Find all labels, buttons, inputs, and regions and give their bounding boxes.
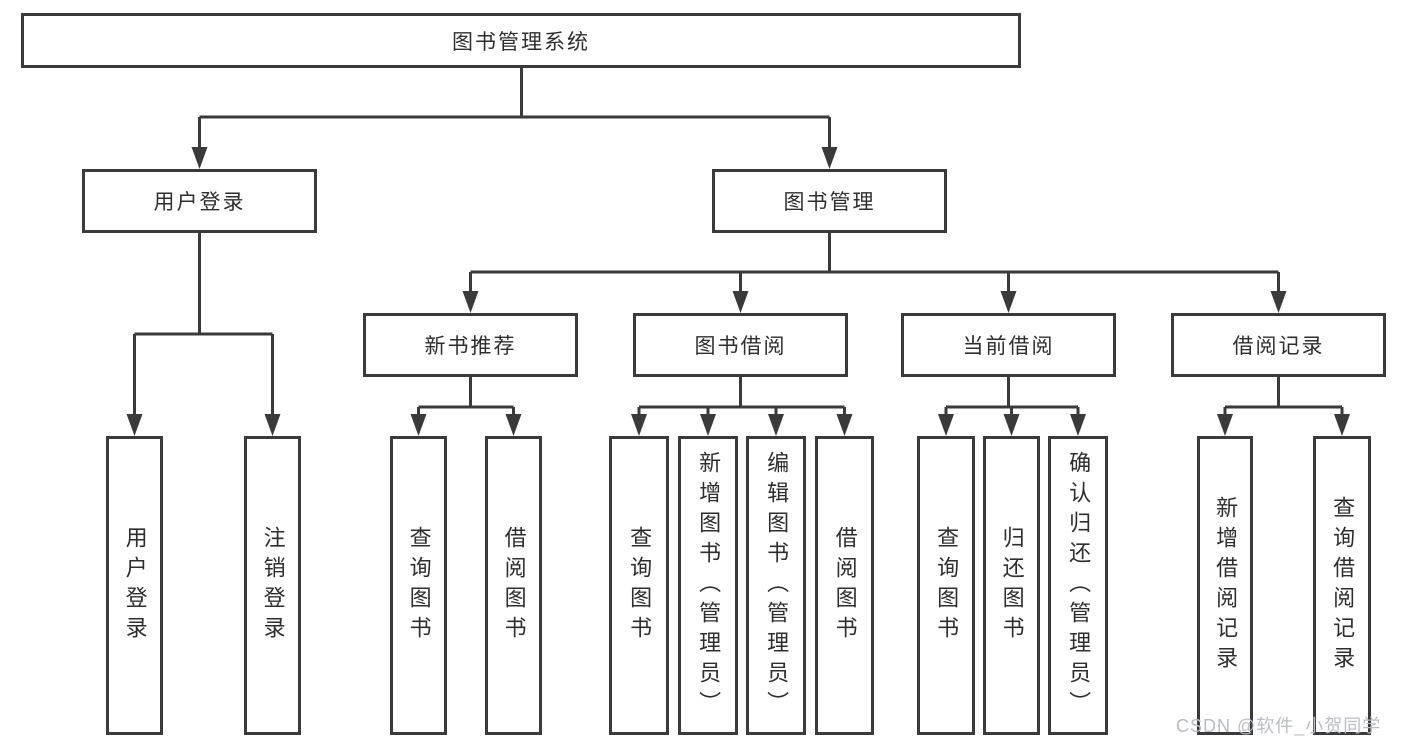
csdn-watermark: CSDN @软件_小贺同学 [1176,716,1382,736]
leaf-label: 借阅图书 [501,525,527,646]
leaf-label: 查询借阅记录 [1330,495,1356,676]
node-library-management-system: 图书管理系统 [21,13,1021,68]
arrowhead [768,414,784,436]
leaf-label: 新增借阅记录 [1213,495,1239,676]
arrowhead [410,414,427,436]
leaf-logout: 注销登录 [244,436,301,735]
leaf-label: 查询图书 [406,525,432,646]
leaf-confirm-return-admin: 确认归还（管理员） [1048,436,1108,735]
arrowhead [1270,291,1287,313]
arrowhead [505,414,522,436]
arrowhead [1000,291,1017,313]
leaf-edit-books-admin: 编辑图书（管理员） [746,436,806,735]
leaf-add-books-admin: 新增图书（管理员） [678,436,738,735]
leaf-label: 归还图书 [999,525,1025,646]
leaf-query-books-current: 查询图书 [917,436,975,735]
leaf-label: 借阅图书 [832,525,858,646]
leaf-query-borrow-record: 查询借阅记录 [1313,436,1371,735]
leaf-return-books: 归还图书 [983,436,1040,735]
node-user-login: 用户登录 [82,169,317,233]
leaf-query-books-borrowing: 查询图书 [609,436,669,735]
leaf-label: 查询图书 [934,525,960,646]
arrowhead [700,414,716,436]
arrowhead [126,414,143,436]
node-book-borrowing: 图书借阅 [633,313,848,377]
node-new-book-recommendation: 新书推荐 [363,313,578,377]
leaf-label: 编辑图书（管理员） [764,450,790,721]
node-current-borrowing: 当前借阅 [901,313,1116,377]
arrowhead [732,291,749,313]
leaf-label: 查询图书 [627,525,653,646]
arrowhead [1070,414,1086,436]
leaf-label: 确认归还（管理员） [1066,450,1092,721]
leaf-borrow-books-recommend: 借阅图书 [485,436,542,735]
arrowhead [631,414,647,436]
arrowhead [462,291,479,313]
leaf-borrow-books: 借阅图书 [815,436,874,735]
leaf-label: 新增图书（管理员） [696,450,722,721]
leaf-add-borrow-record: 新增借阅记录 [1197,436,1253,735]
node-borrowing-records: 借阅记录 [1171,313,1386,377]
arrowhead [821,147,838,169]
arrowhead [1334,414,1350,436]
node-book-management: 图书管理 [712,169,947,233]
arrowhead [836,414,853,436]
leaf-label: 用户登录 [122,525,148,646]
leaf-user-login: 用户登录 [106,436,163,735]
arrowhead [264,414,281,436]
leaf-query-books-recommend: 查询图书 [390,436,447,735]
arrowhead [1003,414,1020,436]
leaf-label: 注销登录 [260,525,286,646]
arrowhead [1217,414,1233,436]
arrowhead [191,147,208,169]
arrowhead [938,414,954,436]
